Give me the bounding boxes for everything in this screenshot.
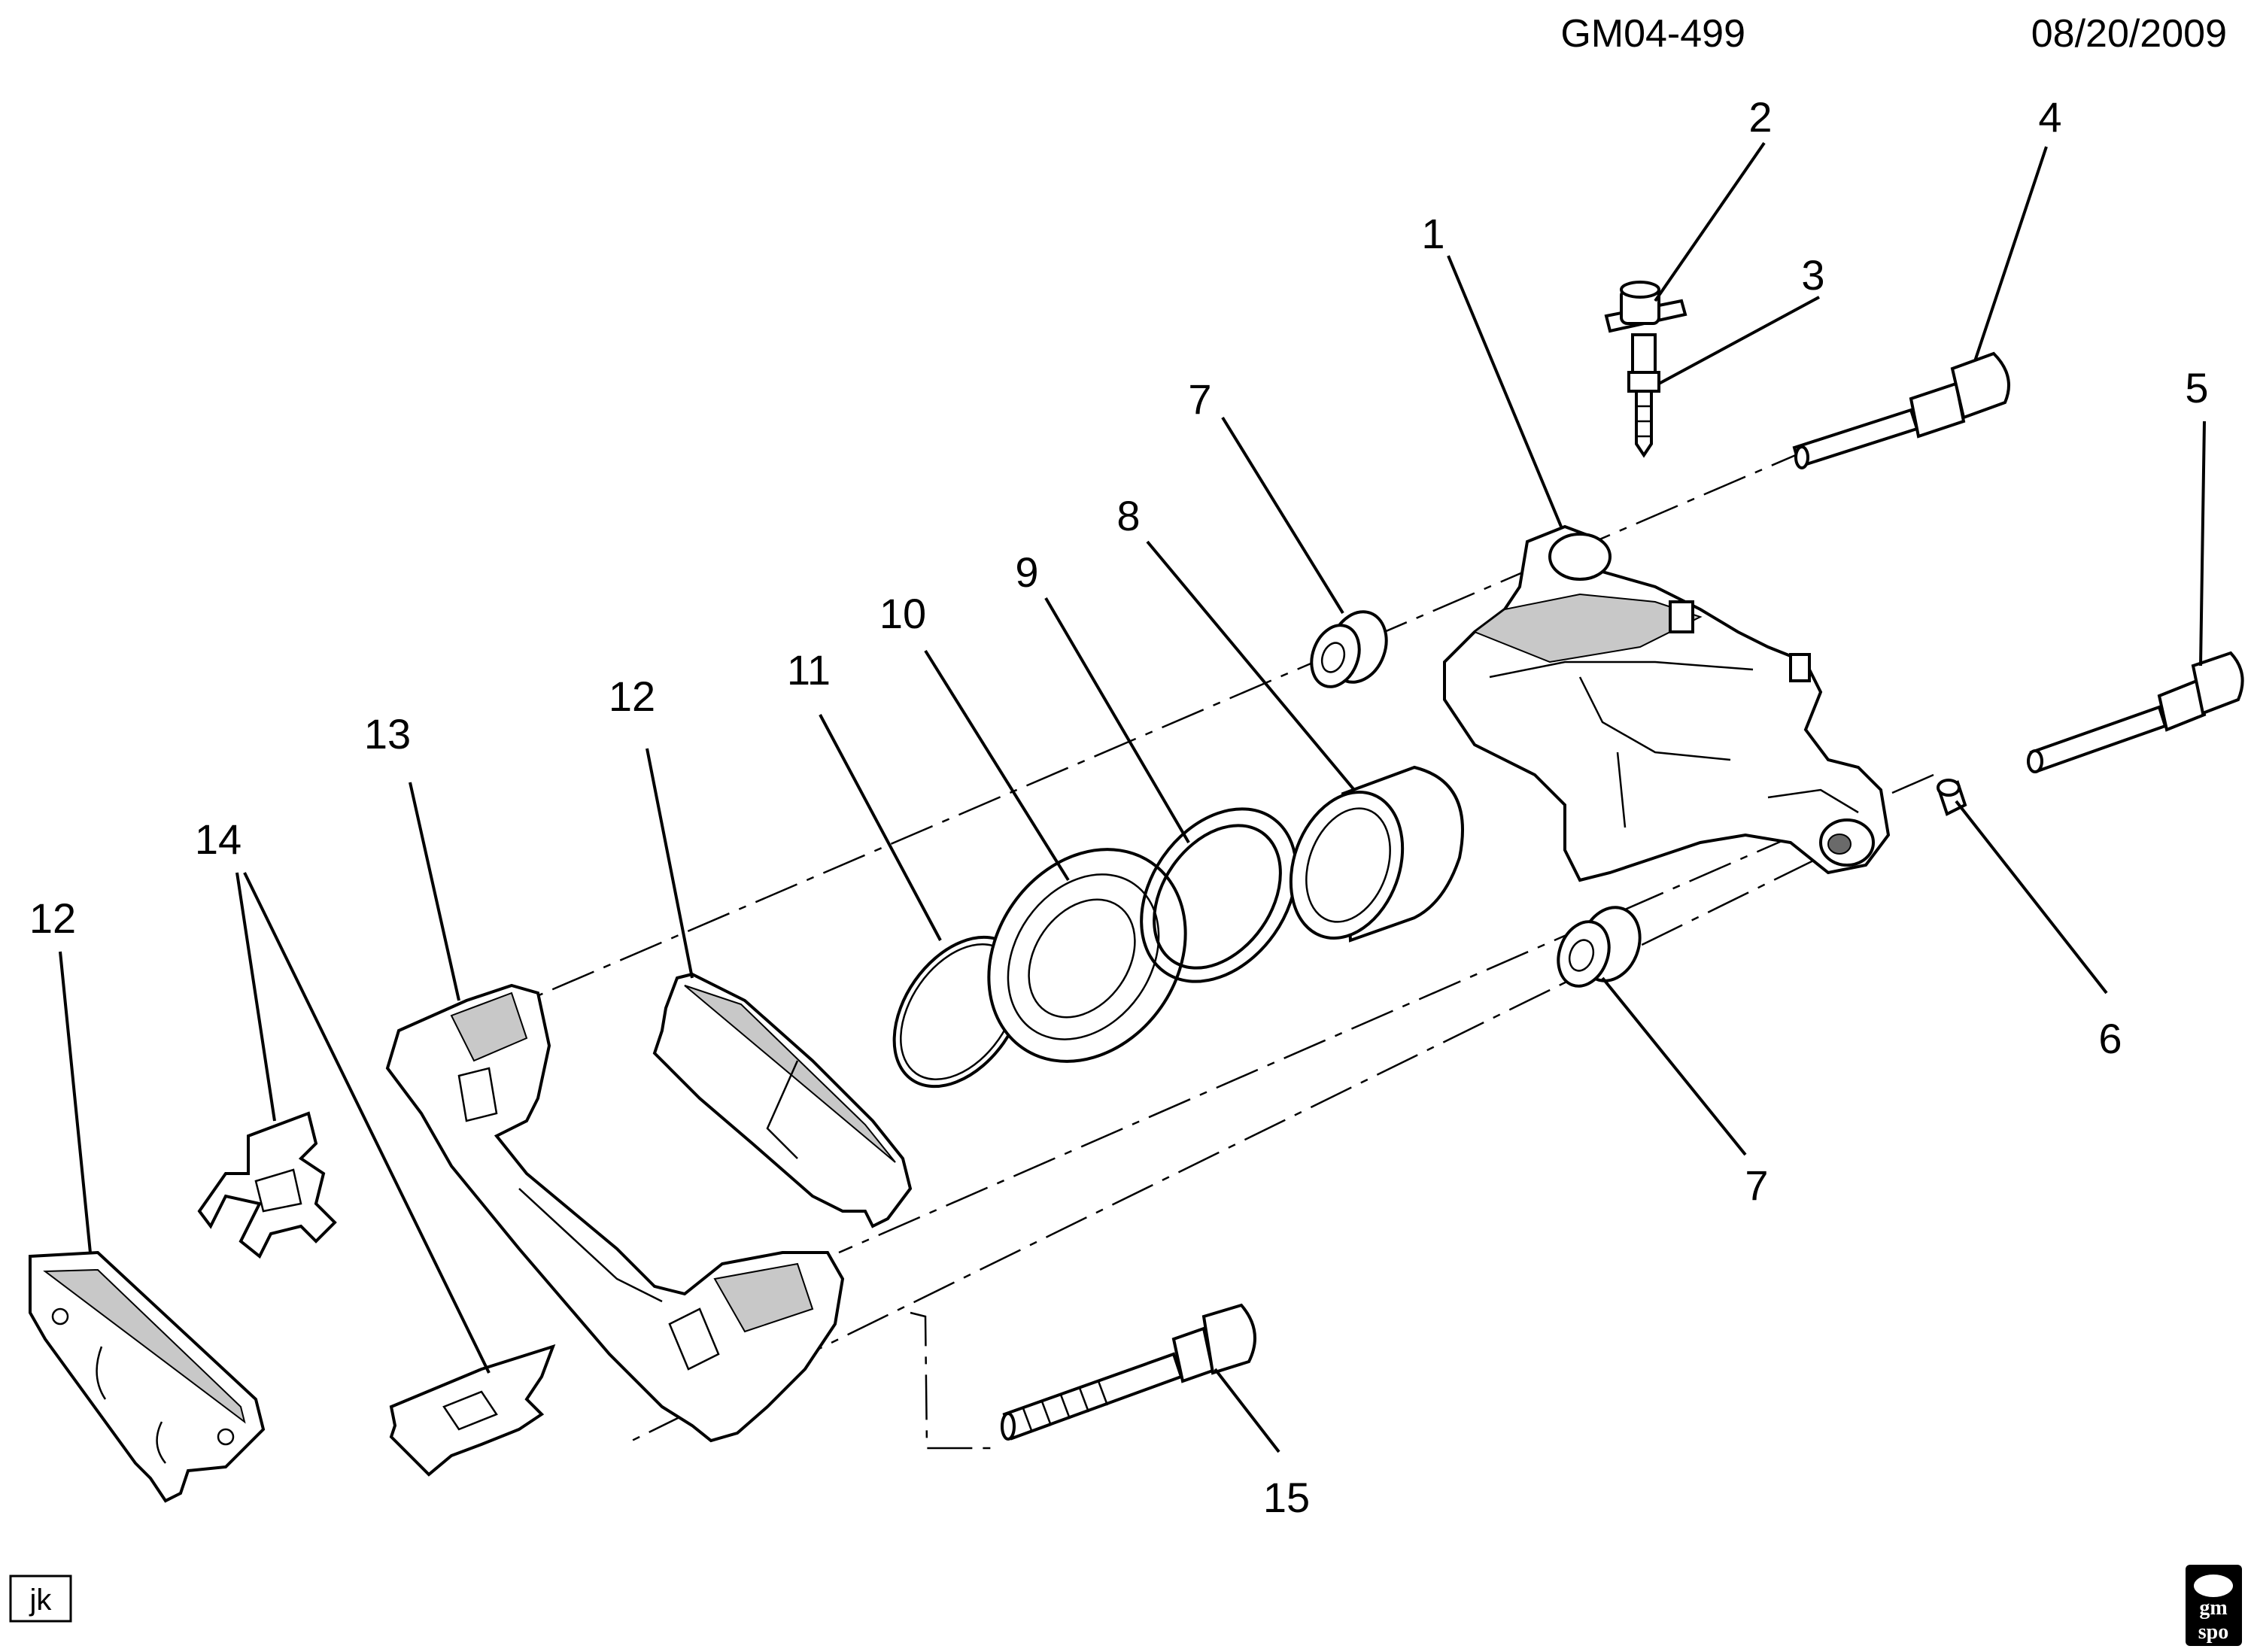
callout-1: 1	[1421, 210, 1444, 257]
callout-12-inner: 12	[609, 673, 655, 720]
callout-8: 8	[1116, 492, 1140, 539]
bracket-mounting-bolt	[1001, 1303, 1256, 1441]
callout-5: 5	[2185, 364, 2208, 411]
logo-spo-text: spo	[2198, 1620, 2228, 1644]
callout-9: 9	[1015, 548, 1038, 596]
callout-7-upper: 7	[1188, 375, 1211, 423]
bleeder-valve	[1627, 333, 1660, 458]
piston-boot	[987, 848, 1187, 1063]
logo-gm-text: gm	[2199, 1596, 2227, 1620]
pad-clip-upper	[197, 1111, 337, 1259]
callout-12-outer: 12	[29, 894, 76, 942]
illustrator-initials: jk	[29, 1584, 53, 1617]
diagram-date: 08/20/2009	[2031, 12, 2227, 56]
caliper-seal	[1140, 807, 1298, 983]
callout-2: 2	[1748, 93, 1772, 141]
guide-pin-bolt-lower	[2027, 651, 2244, 773]
callout-leader-lines	[59, 141, 2206, 1453]
callout-6: 6	[2098, 1015, 2122, 1062]
illustrator-initials-box: jk	[9, 1575, 72, 1623]
callout-14: 14	[195, 815, 242, 863]
caliper-mounting-bracket	[385, 983, 845, 1443]
callout-4: 4	[2038, 93, 2061, 141]
guide-pin-bushing-upper	[1310, 610, 1388, 688]
callout-11: 11	[787, 646, 831, 694]
callout-15: 15	[1263, 1474, 1310, 1521]
guide-pin-bushing-lower	[1557, 906, 1642, 988]
callout-10: 10	[879, 590, 926, 637]
callout-13: 13	[364, 710, 411, 758]
gm-spo-logo: gm spo	[2186, 1565, 2242, 1646]
caliper-piston	[1289, 765, 1464, 943]
callout-3: 3	[1801, 251, 1824, 299]
diagram-code: GM04-499	[1560, 12, 1745, 56]
brake-caliper-housing	[1443, 524, 1891, 882]
outer-brake-pad	[29, 1250, 266, 1503]
guide-pin-bolt-upper	[1792, 351, 2010, 469]
bleeder-valve-cap	[1604, 281, 1687, 333]
callout-7-lower: 7	[1745, 1162, 1768, 1209]
pad-clip-lower	[389, 1344, 556, 1477]
inner-brake-pad	[652, 972, 913, 1228]
